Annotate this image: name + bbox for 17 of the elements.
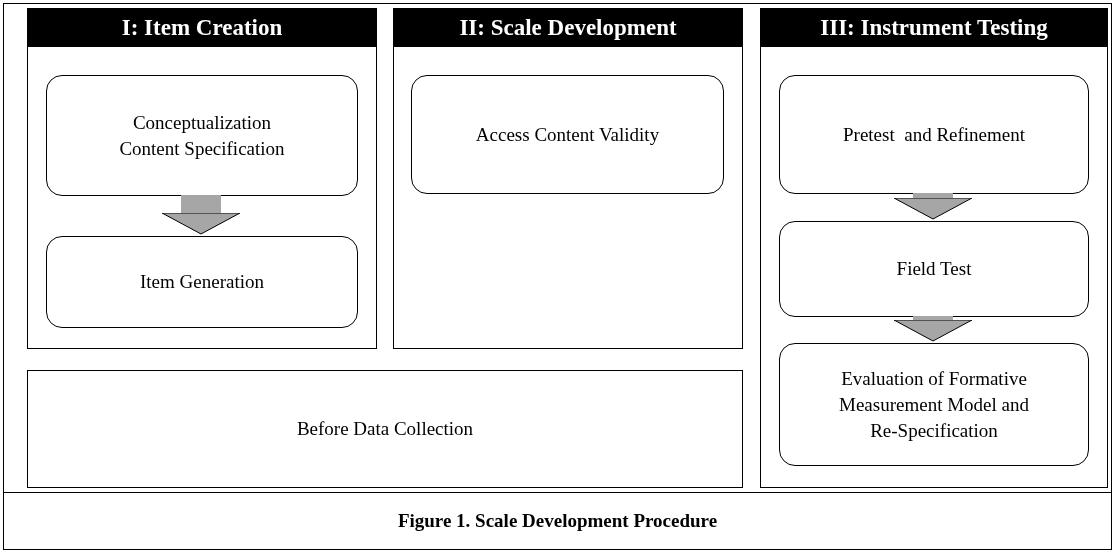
- block-arrow: [161, 195, 241, 235]
- phase-box: Before Data Collection: [27, 370, 743, 488]
- step-box: Conceptualization Content Specification: [46, 75, 358, 196]
- step-box: Pretest and Refinement: [779, 75, 1089, 194]
- stage-heading: II: Scale Development: [459, 13, 677, 42]
- step-box: Item Generation: [46, 236, 358, 328]
- stage-panel: [27, 8, 377, 349]
- figure-caption: Figure 1. Scale Development Procedure: [397, 509, 718, 534]
- stage-panel: [760, 8, 1108, 488]
- stage-panel: [393, 8, 743, 349]
- stage-heading: I: Item Creation: [121, 13, 283, 42]
- step-box: Field Test: [779, 221, 1089, 317]
- block-arrow: [893, 193, 973, 220]
- step-box: Access Content Validity: [411, 75, 724, 194]
- step-box: Evaluation of Formative Measurement Model and Re-Specification: [779, 343, 1089, 466]
- block-arrow: [893, 316, 973, 342]
- stage-heading: III: Instrument Testing: [820, 13, 1048, 42]
